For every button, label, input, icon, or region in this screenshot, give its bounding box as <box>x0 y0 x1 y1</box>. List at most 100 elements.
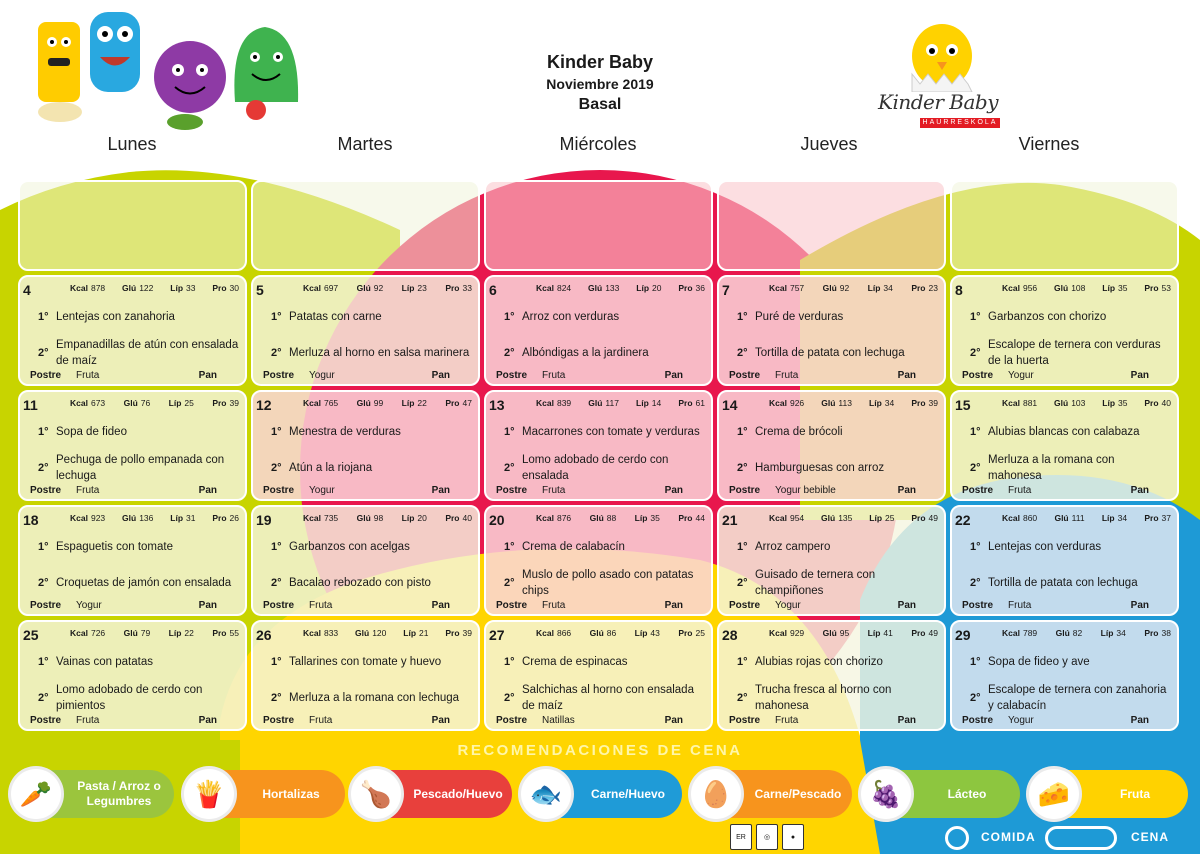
second-course-text: Lomo adobado de cerdo con ensalada <box>522 454 669 482</box>
second-course-marker: 2° <box>737 462 748 474</box>
certification-seal-icon: ● <box>782 824 804 850</box>
first-course-marker: 1° <box>504 541 515 553</box>
postre-value: Yogur <box>76 600 102 611</box>
postre-label: Postre <box>962 715 994 726</box>
meat-icon: 🍗 <box>348 766 404 822</box>
second-course-marker: 2° <box>504 462 515 474</box>
first-course-text: Sopa de fideo y ave <box>988 656 1090 668</box>
postre-label: Postre <box>263 600 295 611</box>
first-course-marker: 1° <box>504 311 515 323</box>
second-course: 2°Tortilla de patata con lechuga <box>737 335 938 371</box>
second-course-text: Pechuga de pollo empanada con lechuga <box>56 454 225 482</box>
first-course-marker: 1° <box>271 426 282 438</box>
certification-er-icon: ER <box>730 824 752 850</box>
first-course: 1°Sopa de fideo <box>38 416 239 448</box>
second-course: 2°Lomo adobado de cerdo con pimientos <box>38 680 239 716</box>
postre-label: Postre <box>729 485 761 496</box>
day-number: 14 <box>722 397 738 413</box>
weekday-tuesday: Martes <box>337 134 393 154</box>
first-course-marker: 1° <box>970 656 981 668</box>
day-number: 8 <box>955 282 963 298</box>
first-course: 1°Lentejas con zanahoria <box>38 301 239 333</box>
second-course: 2°Escalope de ternera con zanahoria y ca… <box>970 680 1171 716</box>
day-number: 11 <box>23 397 38 413</box>
day-number: 19 <box>256 512 272 528</box>
weekday-monday: Lunes <box>107 134 157 154</box>
second-course-text: Trucha fresca al horno con mahonesa <box>755 684 892 712</box>
postre-value: Fruta <box>775 370 799 381</box>
recommendation-label: Lácteo <box>947 786 987 801</box>
day-number: 6 <box>489 282 497 298</box>
postre-value: Yogur <box>309 370 335 381</box>
second-course-marker: 2° <box>38 462 49 474</box>
second-course: 2°Merluza a la romana con lechuga <box>271 680 472 716</box>
first-course-text: Crema de calabacín <box>522 541 625 553</box>
postre-label: Postre <box>729 370 761 381</box>
pan-label: Pan <box>198 600 217 611</box>
menu-title-block: Kinder Baby Noviembre 2019 Basal <box>450 50 750 116</box>
first-course: 1°Espaguetis con tomate <box>38 531 239 563</box>
postre-label: Postre <box>263 715 295 726</box>
first-course-marker: 1° <box>504 656 515 668</box>
postre-value: Yogur bebible <box>775 485 836 496</box>
pan-label: Pan <box>431 600 450 611</box>
first-course-marker: 1° <box>737 311 748 323</box>
second-course: 2°Muslo de pollo asado con patatas chips <box>504 565 705 601</box>
first-course-text: Lentejas con verduras <box>988 541 1102 553</box>
recommendation-item: 🥚Carne/Pescado <box>688 766 852 822</box>
postre-value: Fruta <box>1008 485 1032 496</box>
first-course: 1°Garbanzos con chorizo <box>970 301 1171 333</box>
certification-iqnet-icon: ◎ <box>756 824 778 850</box>
second-course-text: Tortilla de patata con lechuga <box>988 577 1138 589</box>
first-course: 1°Alubias blancas con calabaza <box>970 416 1171 448</box>
second-course-text: Atún a la riojana <box>289 462 373 474</box>
second-course-text: Croquetas de jamón con ensalada <box>56 577 232 589</box>
postre-value: Fruta <box>76 370 100 381</box>
pan-label: Pan <box>431 485 450 496</box>
postre-label: Postre <box>729 600 761 611</box>
kinder-baby-logo: Kinder Baby HAURRESKOLA <box>870 12 1010 132</box>
fries-icon: 🍟 <box>181 766 237 822</box>
weekday-headers: Lunes Martes Miércoles Jueves Viernes <box>0 132 1200 156</box>
